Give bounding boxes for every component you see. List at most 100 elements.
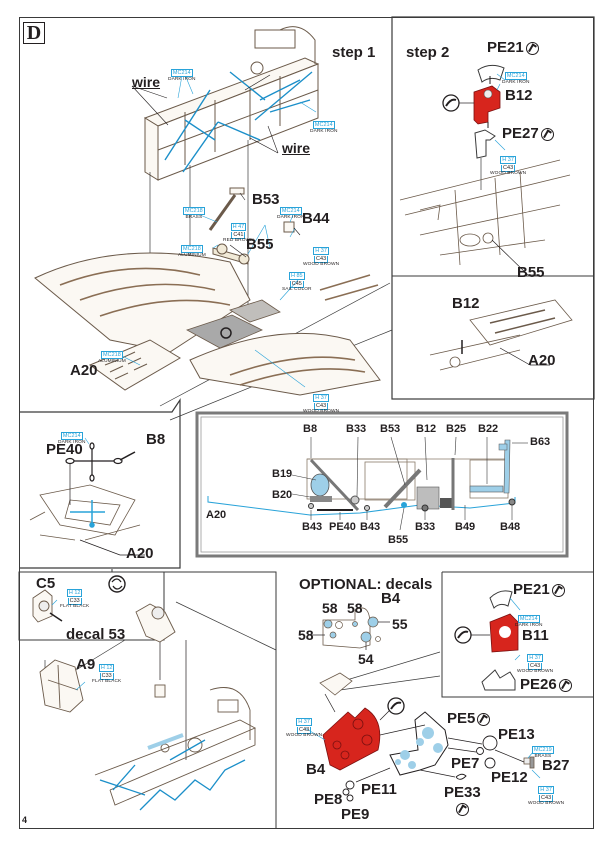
label-pe21-step2: PE21 (487, 40, 539, 55)
rotate-icon (108, 575, 126, 593)
label-a20-main: A20 (70, 362, 98, 379)
bend-arrow-icon (477, 712, 491, 726)
decal-label-58-c: 58 (298, 627, 314, 643)
b8-strut (309, 458, 360, 512)
pe33-bend-arrow-icon (456, 803, 469, 816)
side-label-b25: B25 (446, 423, 467, 435)
side-label-b55: B55 (388, 534, 409, 546)
sand-icon (442, 94, 474, 112)
decal-label-58-a: 58 (322, 600, 338, 616)
side-label-b48: B48 (500, 521, 521, 533)
b53-lever (383, 468, 422, 509)
side-label-b12: B12 (416, 423, 437, 435)
label-a20-detail: A20 (528, 352, 556, 369)
b20-part (310, 496, 332, 502)
a9-part (39, 659, 84, 713)
bend-arrow-icon (558, 678, 572, 692)
bend-arrow-icon (551, 583, 565, 597)
side-label-b43-b: B43 (360, 521, 381, 533)
label-b12-step2: B12 (505, 87, 533, 104)
side-label-b33-top: B33 (346, 423, 367, 435)
label-b27: B27 (542, 757, 570, 774)
label-pe33: PE33 (444, 784, 481, 801)
side-label-b53: B53 (380, 423, 401, 435)
b27-part (523, 756, 535, 769)
b4-decal-panel (322, 607, 371, 649)
label-pe5: PE5 (447, 711, 491, 726)
step1-title: step 1 (332, 44, 376, 61)
b22-seat (469, 485, 504, 493)
label-pe13: PE13 (498, 726, 535, 743)
c5-part (32, 589, 53, 623)
b63-back (503, 439, 511, 494)
a20-floor (207, 496, 516, 516)
label-c5: C5 (36, 575, 56, 592)
side-label-b63: B63 (530, 436, 551, 448)
side-label-pe40: PE40 (329, 521, 356, 533)
pe40-part (65, 442, 123, 482)
label-pe40: PE40 (46, 441, 83, 458)
label-pe9: PE9 (341, 806, 370, 823)
side-label-b20: B20 (272, 489, 293, 501)
decal-label-b4: B4 (381, 590, 401, 607)
side-label-b49: B49 (455, 521, 476, 533)
step2-title: step 2 (406, 44, 450, 61)
floor-plate (186, 314, 263, 349)
label-a20-pe40: A20 (126, 545, 154, 562)
label-b12-detail: B12 (452, 295, 480, 312)
label-pe21-b11: PE21 (513, 582, 565, 597)
b44-part (283, 221, 295, 233)
section-letter-box: D (23, 22, 45, 44)
wire-label-right: wire (282, 140, 311, 156)
pe40-installed (70, 500, 105, 528)
label-b55: B55 (246, 236, 274, 253)
pe27-part (474, 129, 496, 159)
label-optional-decals: OPTIONAL: decals (299, 576, 433, 593)
sand-icon-b4 (379, 697, 405, 721)
bend-arrow-icon (540, 127, 554, 141)
side-view-panel (195, 411, 569, 558)
label-b53: B53 (252, 191, 280, 208)
side-label-b19: B19 (272, 468, 293, 480)
b12-part (473, 85, 501, 125)
decal-label-55: 55 (392, 616, 408, 632)
page-frame (19, 17, 594, 829)
b53-part (208, 187, 245, 231)
label-pe26: PE26 (520, 677, 572, 692)
side-label-a20: A20 (206, 509, 227, 521)
b11-part (489, 613, 519, 653)
label-b55-step2: B55 (517, 264, 545, 281)
wire-label-left: wire (132, 74, 161, 90)
page-number: 4 (22, 815, 28, 825)
bend-arrow-icon (525, 41, 539, 55)
label-b44: B44 (302, 210, 330, 227)
decal-label-54: 54 (358, 651, 374, 667)
pe21-b11-part (489, 590, 513, 609)
side-label-b33-bottom: B33 (415, 521, 436, 533)
label-a9: A9 (76, 656, 96, 673)
b4-panel-part (322, 707, 381, 771)
wires (164, 71, 313, 173)
decal-label-58-b: 58 (347, 600, 363, 616)
sand-icon-b11 (454, 626, 490, 644)
